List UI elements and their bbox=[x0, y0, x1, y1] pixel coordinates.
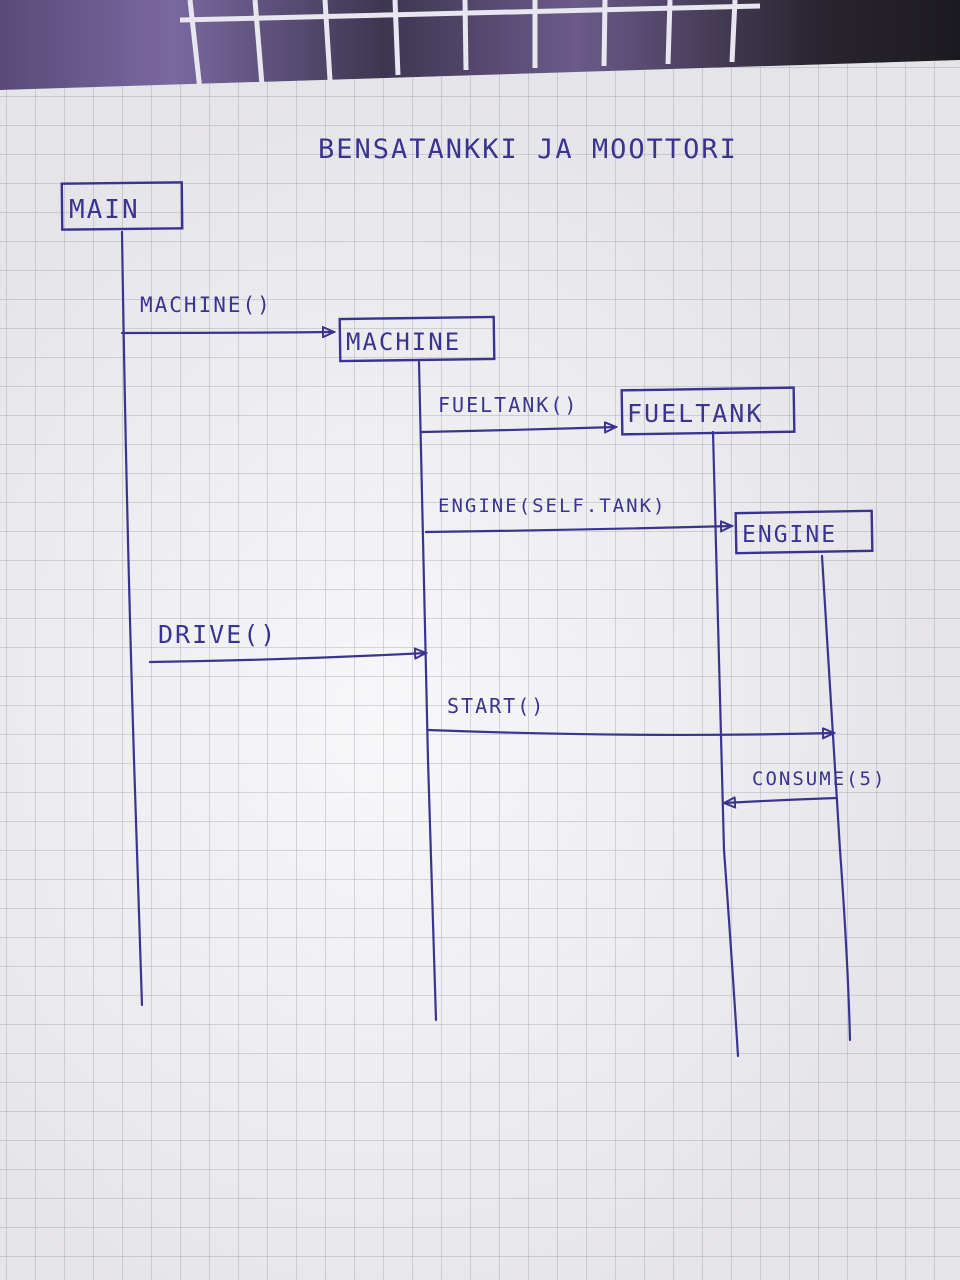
message-label: MACHINE() bbox=[140, 293, 272, 317]
participant-fueltank: FUELTANK bbox=[620, 386, 796, 436]
message-start-call: START() bbox=[426, 694, 834, 735]
grid-paper bbox=[0, 60, 960, 1280]
lifeline-engine bbox=[820, 554, 852, 1042]
participant-machine: MACHINE bbox=[338, 315, 496, 363]
background-tiles bbox=[179, 0, 761, 91]
participant-engine-label: ENGINE bbox=[742, 522, 837, 548]
participant-main: MAIN bbox=[60, 181, 184, 231]
lifeline-machine bbox=[417, 360, 438, 1022]
participant-engine: ENGINE bbox=[734, 509, 874, 555]
lifeline-main bbox=[120, 230, 144, 1007]
message-label: ENGINE(SELF.TANK) bbox=[438, 495, 666, 517]
message-label: CONSUME(5) bbox=[752, 768, 886, 790]
message-drive-call: DRIVE() bbox=[148, 620, 426, 664]
message-consume-call: CONSUME(5) bbox=[724, 768, 886, 803]
message-engine-call: ENGINE(SELF.TANK) bbox=[424, 495, 732, 534]
message-label: FUELTANK() bbox=[438, 393, 578, 417]
message-label: START() bbox=[447, 694, 545, 718]
participant-main-label: MAIN bbox=[69, 195, 140, 225]
message-label: DRIVE() bbox=[158, 620, 277, 649]
message-machine-call: MACHINE() bbox=[120, 293, 334, 333]
lifeline-fueltank bbox=[711, 430, 740, 1058]
diagram-title: BENSATANKKI JA MOOTTORI bbox=[318, 134, 738, 165]
participant-fueltank-label: FUELTANK bbox=[627, 399, 763, 428]
message-fueltank-call: FUELTANK() bbox=[420, 393, 616, 432]
participant-machine-label: MACHINE bbox=[346, 328, 461, 356]
